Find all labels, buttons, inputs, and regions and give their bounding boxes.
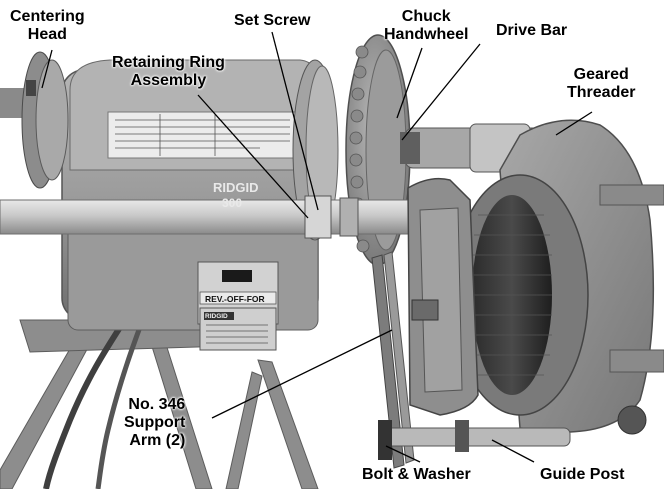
label-drive-bar: Drive Bar	[496, 22, 568, 39]
leader-bolt-washer	[385, 445, 421, 463]
leader-set-screw	[271, 31, 319, 211]
label-set-screw: Set Screw	[234, 12, 311, 29]
leader-support-arm	[211, 329, 393, 419]
machine-badge: RIDGID	[213, 180, 259, 195]
leader-chuck-handwheel	[396, 47, 423, 119]
label-bolt-washer: Bolt & Washer	[362, 466, 471, 483]
centering-head-disc	[21, 51, 69, 189]
leader-drive-bar	[401, 43, 481, 141]
label-support-arm: No. 346 Support Arm (2)	[124, 396, 186, 449]
label-guide-post: Guide Post	[540, 466, 625, 483]
die-holder	[407, 177, 479, 416]
leader-guide-post	[491, 439, 535, 463]
label-geared-threader: Geared Threader	[567, 66, 636, 101]
switch-label: REV.-OFF-FOR	[205, 294, 265, 304]
label-chuck-handwheel: Chuck Handwheel	[384, 8, 469, 43]
leader-centering-head	[41, 49, 53, 89]
nameplate-brand: RIDGID	[205, 313, 228, 320]
label-centering-head: Centering Head	[10, 8, 85, 43]
leader-retaining-ring	[197, 94, 309, 219]
label-retaining-ring-assembly: Retaining Ring Assembly	[112, 54, 225, 89]
leader-geared-threader	[555, 111, 593, 136]
machine-model: 300	[222, 196, 242, 210]
